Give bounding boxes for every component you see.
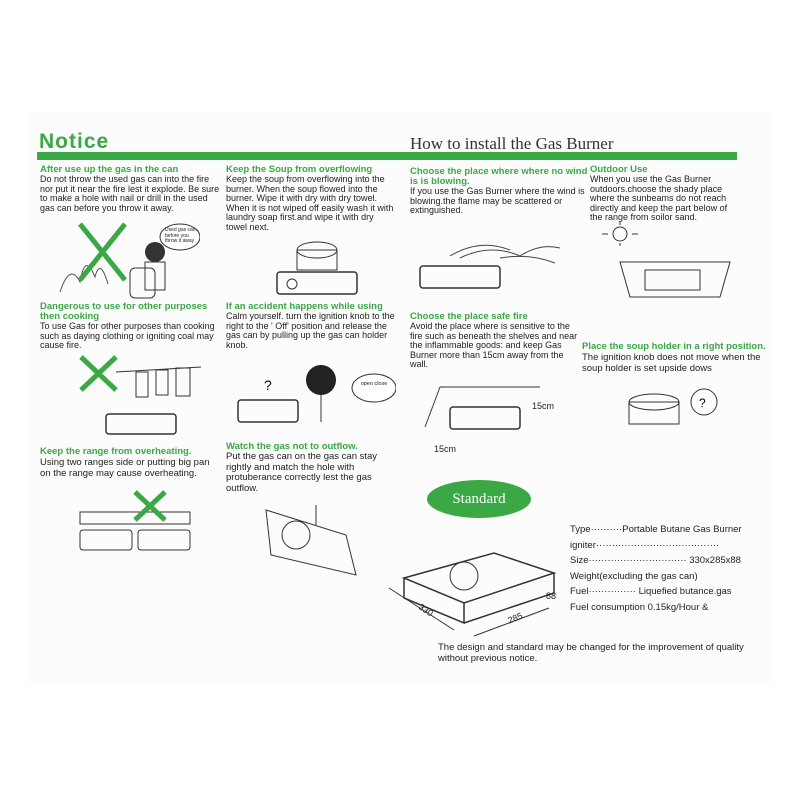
section-accident: If an accident happens while using Calm … bbox=[226, 302, 398, 350]
sun-burner-icon bbox=[602, 222, 731, 298]
green-divider bbox=[37, 152, 737, 160]
dimension-label: 15cm bbox=[434, 444, 457, 454]
section-soup-overflow: Keep the Soup from overflowing Keep the … bbox=[226, 165, 396, 232]
section-overheating: Keep the range from overheating. Using t… bbox=[40, 446, 220, 480]
spec-row: Size······························· 330x… bbox=[570, 555, 741, 566]
instruction-sheet bbox=[26, 112, 774, 686]
svg-text:?: ? bbox=[699, 396, 706, 410]
section-body: To use Gas for other purposes than cooki… bbox=[40, 321, 215, 350]
section-heading: Keep the range from overheating. bbox=[40, 446, 192, 457]
section-soup-holder: Place the soup holder in a right positio… bbox=[582, 341, 772, 375]
section-heading: Choose the place where where no wind is … bbox=[410, 166, 588, 187]
svg-text:?: ? bbox=[264, 377, 272, 393]
section-body: Do not throw the used gas can into the f… bbox=[40, 174, 220, 213]
section-safe-fire: Choose the place safe fire Avoid the pla… bbox=[410, 312, 580, 370]
section-heading: If an accident happens while using bbox=[226, 301, 383, 312]
speech-bubble-text: Used gas can before you throw it away bbox=[165, 227, 196, 244]
section-body: The ignition knob does not move when the… bbox=[582, 352, 761, 374]
spec-list: Type··········Portable Butane Gas Burner… bbox=[570, 522, 770, 615]
section-body: If you use the Gas Burner where the wind… bbox=[410, 186, 585, 215]
section-heading: Keep the Soup from overflowing bbox=[226, 164, 373, 175]
section-body: Using two ranges side or putting big pan… bbox=[40, 457, 210, 479]
section-heading: Choose the place safe fire bbox=[410, 311, 528, 322]
pot-holder-icon: ? bbox=[628, 388, 718, 425]
clothes-drying-icon bbox=[79, 355, 202, 435]
section-body: Avoid the place where is sensitive to th… bbox=[410, 321, 578, 369]
spec-row: Fuel consumption 0.15kg/Hour & bbox=[570, 601, 709, 613]
standard-badge: Standard bbox=[427, 480, 531, 518]
spec-row: Fuel··············· Liquefied butance.ga… bbox=[570, 586, 732, 597]
notice-title: Notice bbox=[39, 130, 110, 153]
section-heading: Place the soup holder in a right positio… bbox=[582, 341, 766, 352]
section-body: When you use the Gas Burner outdoors.cho… bbox=[590, 174, 728, 222]
section-body: Calm yourself. turn the ignition knob to… bbox=[226, 311, 395, 350]
section-heading: Dangerous to use for other purposes then… bbox=[40, 301, 208, 322]
section-heading: Outdoor Use bbox=[590, 164, 648, 175]
wind-burner-icon bbox=[419, 244, 561, 289]
section-other-purposes: Dangerous to use for other purposes then… bbox=[40, 302, 222, 351]
wall-burner-icon bbox=[424, 386, 540, 430]
section-heading: After use up the gas in the can bbox=[40, 164, 179, 175]
section-heading: Watch the gas not to outflow. bbox=[226, 441, 358, 452]
section-gas-can-disposal: After use up the gas in the can Do not t… bbox=[40, 165, 220, 213]
install-title: How to install the Gas Burner bbox=[410, 134, 614, 153]
dimension-height: 88 bbox=[546, 591, 557, 601]
section-gas-outflow: Watch the gas not to outflow. Put the ga… bbox=[226, 442, 396, 494]
section-no-wind: Choose the place where where no wind is … bbox=[410, 167, 588, 216]
gas-can-insert-icon bbox=[265, 505, 357, 576]
section-body: Keep the soup from overflowing into the … bbox=[226, 174, 394, 232]
spec-row: Type··········Portable Butane Gas Burner bbox=[570, 524, 742, 535]
spec-row: igniter·································… bbox=[570, 539, 720, 551]
soup-pot-icon bbox=[276, 241, 358, 295]
gas-can-icon bbox=[59, 222, 200, 299]
panic-person-icon: ? bbox=[237, 365, 396, 423]
two-ranges-icon bbox=[79, 490, 191, 551]
section-outdoor-use: Outdoor Use When you use the Gas Burner … bbox=[590, 165, 740, 223]
spec-row: Weight(excluding the gas can) bbox=[570, 570, 698, 582]
open-close-bubble-text: open close bbox=[360, 381, 388, 387]
burner-dimension-icon bbox=[388, 552, 557, 637]
footnote: The design and standard may be changed f… bbox=[438, 642, 744, 664]
section-body: Put the gas can on the gas can stay righ… bbox=[226, 451, 378, 494]
dimension-label: 15cm bbox=[532, 401, 555, 411]
